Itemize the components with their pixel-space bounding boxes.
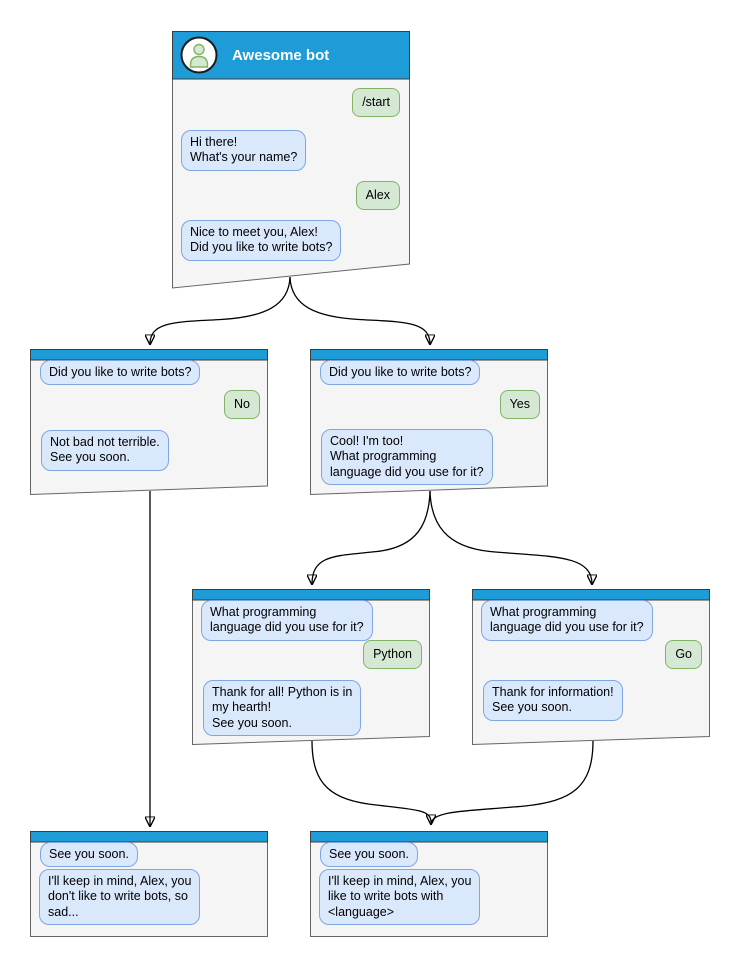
bot-message-bubble: See you soon. bbox=[40, 842, 138, 868]
chat-window-root: Awesome bot /start Hi there! What's your… bbox=[172, 31, 410, 289]
chat-window-end-yes: See you soon. I'll keep in mind, Alex, y… bbox=[310, 831, 548, 937]
user-message-bubble: Yes bbox=[499, 390, 540, 420]
person-avatar-icon bbox=[180, 36, 218, 74]
user-message-bubble: Python bbox=[363, 640, 422, 670]
arrow-python-to-end bbox=[311, 740, 432, 823]
bot-message-bubble: Nice to meet you, Alex! Did you like to … bbox=[181, 220, 342, 261]
arrow-yes-to-python bbox=[312, 490, 431, 584]
bot-message-bubble: Not bad not terrible. See you soon. bbox=[41, 430, 169, 471]
chat-window-python-branch: What programming language did you use fo… bbox=[192, 589, 430, 745]
arrow-go-to-end bbox=[431, 740, 594, 824]
bot-message-bubble: Thank for information! See you soon. bbox=[483, 680, 623, 721]
arrow-root-to-yes bbox=[289, 276, 430, 344]
chat-window-go-branch: What programming language did you use fo… bbox=[472, 589, 710, 745]
bot-message-bubble: Did you like to write bots? bbox=[40, 360, 201, 386]
bot-message-bubble: Did you like to write bots? bbox=[320, 360, 481, 386]
bot-message-bubble: I'll keep in mind, Alex, you like to wri… bbox=[319, 869, 481, 925]
bot-title: Awesome bot bbox=[232, 46, 330, 64]
bot-message-bubble: Cool! I'm too! What programming language… bbox=[321, 429, 493, 485]
arrow-yes-to-go bbox=[429, 490, 592, 584]
chat-window-no-branch: Did you like to write bots? No Not bad n… bbox=[30, 349, 268, 495]
bot-message-bubble: What programming language did you use fo… bbox=[481, 600, 653, 641]
bot-message-bubble: See you soon. bbox=[320, 842, 418, 868]
arrow-root-to-no bbox=[150, 276, 291, 344]
bot-message-bubble: I'll keep in mind, Alex, you don't like … bbox=[39, 869, 201, 925]
user-message-bubble: No bbox=[224, 390, 260, 420]
bot-message-bubble: Hi there! What's your name? bbox=[181, 130, 307, 171]
chat-window-end-no: See you soon. I'll keep in mind, Alex, y… bbox=[30, 831, 268, 937]
bot-message-bubble: What programming language did you use fo… bbox=[201, 600, 373, 641]
user-message-bubble: /start bbox=[352, 88, 400, 118]
user-message-bubble: Alex bbox=[355, 181, 400, 211]
user-message-bubble: Go bbox=[665, 640, 702, 670]
chat-window-yes-branch: Did you like to write bots? Yes Cool! I'… bbox=[310, 349, 548, 495]
bot-message-bubble: Thank for all! Python is in my hearth! S… bbox=[203, 680, 362, 736]
